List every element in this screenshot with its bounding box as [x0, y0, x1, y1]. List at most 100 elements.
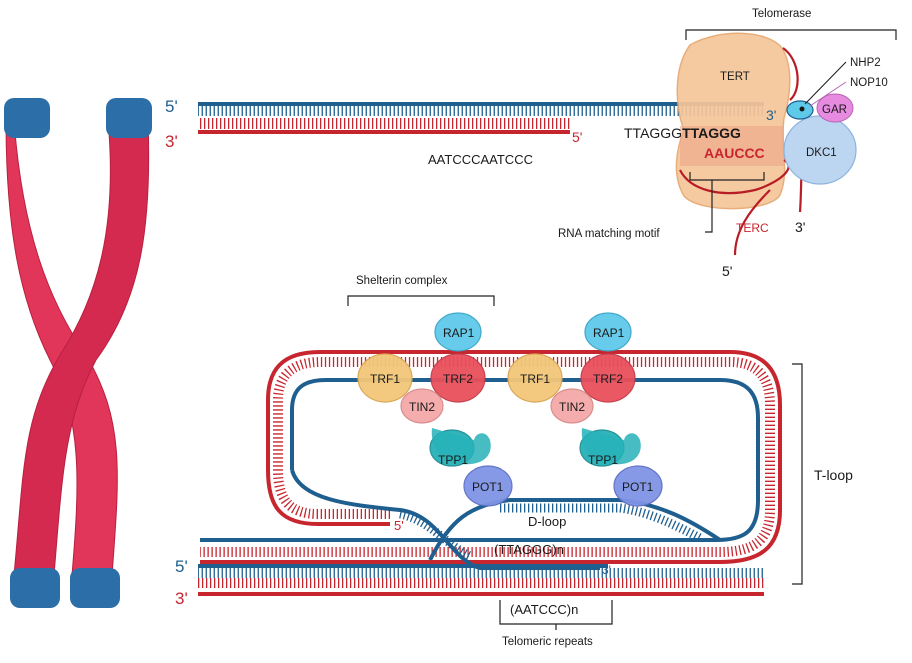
shelterin-bracket [347, 295, 495, 306]
red-rung [556, 118, 558, 129]
red-rung [448, 118, 450, 129]
dloop-label: D-loop [528, 514, 566, 529]
chromosome-tip-bottom-left [10, 568, 60, 608]
bottom-3-prime: 3' [175, 589, 188, 608]
trf2-protein [430, 353, 486, 403]
red-rung [216, 118, 218, 129]
top-dna [198, 102, 764, 134]
tert-label: TERT [720, 71, 750, 83]
red-rung [440, 118, 442, 129]
red-rung [540, 118, 542, 129]
red-rung [524, 118, 526, 129]
repeats-bracket [499, 600, 613, 630]
red-rung [472, 118, 474, 129]
tin2-label: TIN2 [559, 400, 585, 414]
tloop-blue-strand [200, 378, 760, 542]
red-rung [332, 118, 334, 129]
nop10-leader [809, 81, 847, 107]
rap1-protein [434, 312, 482, 352]
telomerase-bracket [685, 29, 897, 40]
red-rung [200, 118, 202, 129]
red-rung [256, 118, 258, 129]
red-rung [244, 118, 246, 129]
red-rung [352, 118, 354, 129]
red-rung [552, 118, 554, 129]
red-rung [356, 118, 358, 129]
top-sequence: AATCCCAATCCC [428, 152, 533, 167]
red-rung [312, 118, 314, 129]
red-rung [460, 118, 462, 129]
bottom-blue-rungs [198, 568, 764, 578]
red-rung [364, 118, 366, 129]
rna-motif-label: RNA matching motif [558, 228, 660, 240]
red-rung [276, 118, 278, 129]
red-rung [420, 118, 422, 129]
red-rung [368, 118, 370, 129]
telomerase-3-prime-outer: 3' [795, 219, 805, 235]
red-rung [264, 118, 266, 129]
red-rung [392, 118, 394, 129]
red-rung [224, 118, 226, 129]
dloop-rungs-b [500, 503, 703, 542]
red-rung [344, 118, 346, 129]
trf2-label: TRF2 [593, 372, 623, 386]
red-rung [384, 118, 386, 129]
red-rung [480, 118, 482, 129]
trf1-label: TRF1 [520, 372, 550, 386]
red-rung [280, 118, 282, 129]
t-loop-dna [198, 350, 782, 596]
red-rung [284, 118, 286, 129]
red-rung [544, 118, 546, 129]
red-rung [376, 118, 378, 129]
red-rung [212, 118, 214, 129]
red-rung [336, 118, 338, 129]
nop10-dot [799, 106, 805, 112]
trf1-protein [357, 353, 413, 403]
dloop-blue-invading [290, 469, 600, 570]
red-rung [372, 118, 374, 129]
telomerase-5-prime-bottom: 5' [722, 263, 732, 279]
tpp1-label: TPP1 [588, 453, 618, 467]
overhang-3-prime: 3' [602, 563, 611, 577]
red-rung [400, 118, 402, 129]
seq-aauccc: AAUCCC [704, 145, 765, 161]
red-rung [564, 118, 566, 129]
red-rung [500, 118, 502, 129]
terc-rna [679, 47, 799, 256]
red-rung [316, 118, 318, 129]
tpp1-tail [431, 428, 491, 465]
red-rung [516, 118, 518, 129]
red-rung [360, 118, 362, 129]
rna-motif-bracket [689, 172, 765, 233]
tloop-label: T-loop [814, 467, 853, 483]
tin2-protein [550, 388, 594, 424]
red-rung [416, 118, 418, 129]
red-rung [436, 118, 438, 129]
telomerase-complex: Telomerase TERT DKC1 GAR NHP2 NOP10 3' T… [558, 8, 897, 279]
top-rungs [198, 106, 764, 116]
red-rung [404, 118, 406, 129]
pot1-protein [613, 465, 663, 507]
chromosome-tip-top-right [106, 98, 152, 138]
red-rung [396, 118, 398, 129]
bottom-blue-strand [198, 564, 608, 568]
tloop-red-rungs [200, 357, 775, 557]
pot1-label: POT1 [472, 480, 504, 494]
repeat-c-label: (AATCCC)n [510, 602, 578, 617]
red-rung [204, 118, 206, 129]
red-rung [464, 118, 466, 129]
gar-label: GAR [822, 104, 847, 116]
red-rung [476, 118, 478, 129]
red-rung [340, 118, 342, 129]
telomerase-3-prime-inner: 3' [766, 107, 776, 123]
red-rung [504, 118, 506, 129]
red-rung [308, 118, 310, 129]
top-5-prime-right: 5' [572, 129, 582, 145]
red-rung [560, 118, 562, 129]
red-rung [456, 118, 458, 129]
red-rung [412, 118, 414, 129]
red-rung [228, 118, 230, 129]
red-rung [408, 118, 410, 129]
